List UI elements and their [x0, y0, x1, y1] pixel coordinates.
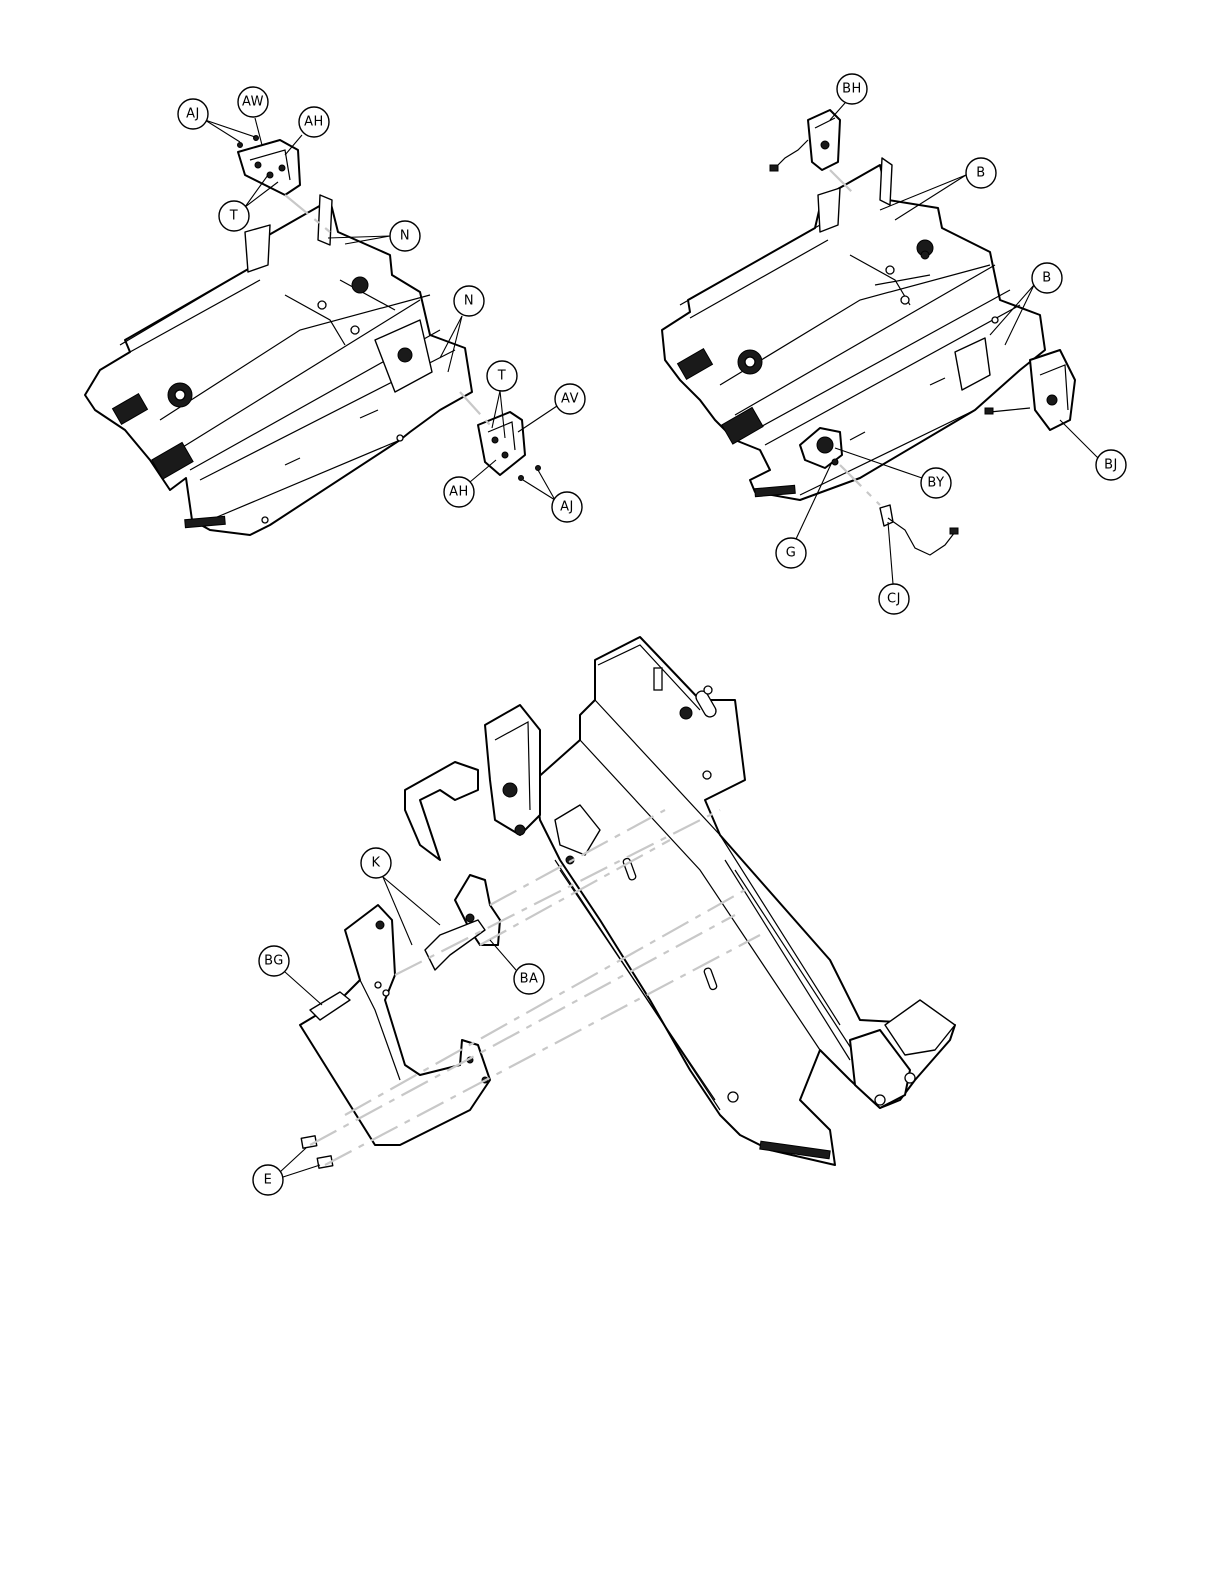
- rail-frame-large: [535, 637, 955, 1165]
- callout-bh: BH: [830, 74, 867, 120]
- callout-label: AH: [449, 485, 469, 500]
- callout-label: N: [464, 294, 474, 309]
- callout-label: BY: [927, 476, 944, 491]
- callout-label: AW: [242, 95, 264, 110]
- callout-label: AV: [561, 392, 579, 407]
- callout-label: BH: [842, 82, 862, 97]
- callout-cj: CJ: [879, 522, 909, 614]
- callout-bg: BG: [259, 946, 322, 1005]
- callout-label: B: [976, 166, 985, 181]
- callout-label: BA: [520, 972, 539, 987]
- callout-label: CJ: [887, 592, 901, 607]
- callout-bj: BJ: [1060, 420, 1126, 480]
- bracket-upper-left: [238, 136, 301, 196]
- callout-label: T: [229, 209, 238, 224]
- callout-ah-upper: AH: [285, 107, 329, 155]
- callout-label: AH: [304, 115, 324, 130]
- callout-e: E: [253, 1148, 320, 1195]
- view-bottom-assembly: K BG BA E: [253, 637, 955, 1195]
- callout-ah-lower: AH: [444, 460, 496, 507]
- callout-label: T: [497, 369, 506, 384]
- callout-label: N: [400, 229, 410, 244]
- sensor-cj: [880, 505, 958, 555]
- callout-av: AV: [518, 384, 585, 432]
- callout-label: BG: [264, 954, 284, 969]
- callout-label: BJ: [1104, 458, 1118, 473]
- motor-upper-bh: [770, 110, 840, 171]
- callout-label: E: [264, 1173, 273, 1188]
- callout-ba: BA: [490, 940, 544, 994]
- callout-label: B: [1042, 271, 1051, 286]
- view-top-right-assembly: BH B B BJ BY G: [662, 74, 1126, 614]
- callout-label: K: [371, 856, 380, 871]
- callout-aj-lower: AJ: [523, 470, 582, 522]
- callout-label: AJ: [560, 500, 574, 515]
- callout-label: AJ: [186, 107, 200, 122]
- callout-label: G: [786, 546, 797, 561]
- seat-frame-right: [662, 158, 1045, 500]
- view-top-left-assembly: AJ AW AH T N N: [85, 87, 585, 535]
